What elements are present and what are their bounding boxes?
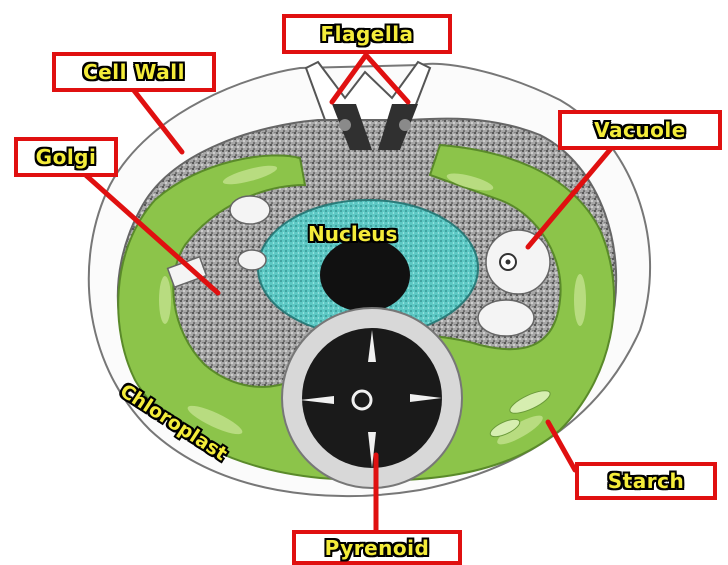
label-flagella: Flagella [282,14,452,54]
label-golgi: Golgi [14,137,118,177]
label-pyrenoid: Pyrenoid [292,530,462,565]
label-starch: Starch [575,462,717,500]
label-cell-wall: Cell Wall [52,52,216,92]
label-vacuole: Vacuole [558,110,722,150]
nucleolus [320,238,410,312]
label-nucleus: Nucleus [308,222,397,246]
